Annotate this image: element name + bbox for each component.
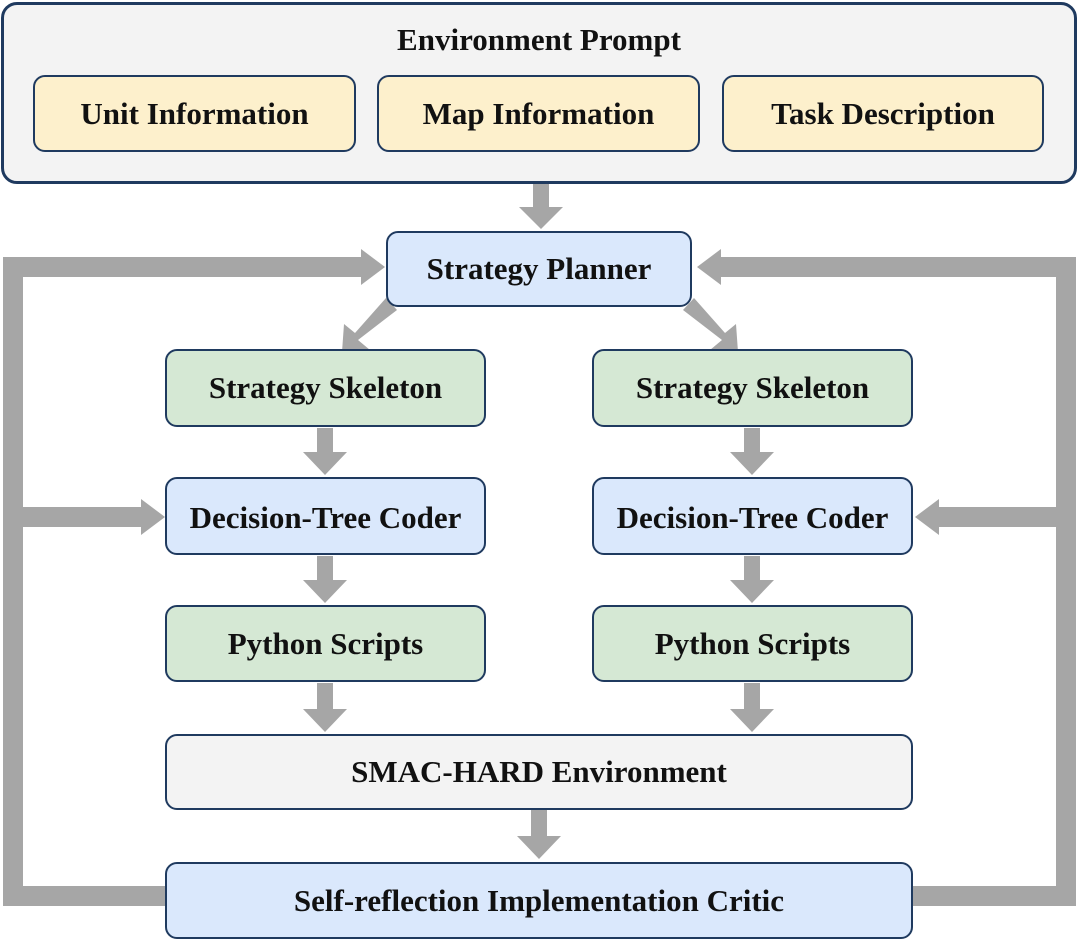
arrow-left-coder-to-scripts — [303, 556, 347, 603]
map-information-box: Map Information — [377, 75, 700, 152]
unit-information-box: Unit Information — [33, 75, 356, 152]
arrow-left-scripts-to-env — [303, 683, 347, 732]
arrow-left-skeleton-to-coder — [303, 428, 347, 475]
left-decision-tree-coder-box: Decision-Tree Coder — [165, 477, 486, 555]
right-strategy-skeleton-box: Strategy Skeleton — [592, 349, 913, 427]
arrow-env-to-critic — [517, 810, 561, 859]
feedback-loop-left — [3, 249, 385, 906]
left-strategy-skeleton-box: Strategy Skeleton — [165, 349, 486, 427]
arrow-planner-to-right-skeleton — [683, 298, 738, 352]
arrow-planner-to-left-skeleton — [342, 298, 397, 352]
environment-prompt-title: Environment Prompt — [397, 22, 681, 57]
arrow-right-scripts-to-env — [730, 683, 774, 732]
right-decision-tree-coder-box: Decision-Tree Coder — [592, 477, 913, 555]
self-reflection-critic-box: Self-reflection Implementation Critic — [165, 862, 913, 939]
arrow-right-coder-to-scripts — [730, 556, 774, 603]
strategy-planner-box: Strategy Planner — [386, 231, 692, 307]
left-python-scripts-box: Python Scripts — [165, 605, 486, 682]
right-python-scripts-box: Python Scripts — [592, 605, 913, 682]
arrow-right-skeleton-to-coder — [730, 428, 774, 475]
arrow-env-to-planner — [519, 184, 563, 229]
feedback-loop-right — [697, 249, 1076, 906]
task-description-box: Task Description — [722, 75, 1044, 152]
smac-hard-environment-box: SMAC-HARD Environment — [165, 734, 913, 810]
